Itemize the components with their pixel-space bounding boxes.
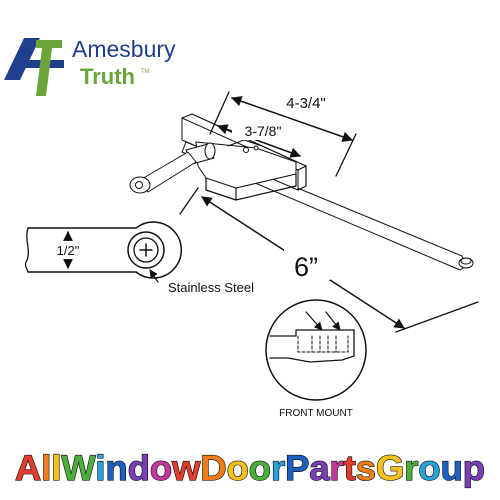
footer-letter: o bbox=[249, 449, 271, 488]
footer-letter: o bbox=[150, 449, 172, 488]
front-mount-inset: FRONT MOUNT bbox=[265, 299, 367, 419]
footer-letter: i bbox=[95, 449, 105, 488]
footer-letter: s bbox=[356, 449, 376, 488]
dim-label-hinge: 3-7/8" bbox=[245, 123, 282, 139]
mount-type-label: FRONT MOUNT bbox=[279, 408, 353, 419]
footer-letter: w bbox=[171, 449, 201, 488]
dimension-hinge-offset: 3-7/8" bbox=[217, 122, 301, 158]
footer-letter: u bbox=[441, 449, 463, 488]
footer-letter: n bbox=[106, 449, 128, 488]
footer-letter: o bbox=[418, 449, 440, 488]
dimension-length: 6” bbox=[179, 187, 479, 333]
brand-trademark: TM bbox=[141, 69, 150, 75]
brand-name-line1: Amesbury bbox=[72, 36, 176, 62]
arm-end-detail: 1/2" Stainless Steel bbox=[24, 221, 254, 295]
footer-letter: l bbox=[41, 449, 51, 488]
brand-name-line2: Truth bbox=[80, 64, 135, 89]
footer-letter: A bbox=[15, 449, 41, 488]
dim-label-overall: 4-3/4" bbox=[286, 95, 326, 112]
footer-letter: W bbox=[61, 449, 95, 488]
material-note: Stainless Steel bbox=[168, 280, 254, 295]
footer-letter: r bbox=[271, 449, 286, 488]
footer-letter: a bbox=[309, 449, 330, 488]
footer-letter: l bbox=[51, 449, 61, 488]
footer-text: AllWindowDoorPartsGroup bbox=[15, 449, 485, 488]
footer-letter: o bbox=[227, 449, 249, 488]
brand-logo: Amesbury Truth TM bbox=[4, 36, 176, 96]
dimension-overall-arm: 4-3/4" bbox=[209, 91, 357, 177]
dim-label-length: 6” bbox=[294, 252, 318, 282]
footer-letter: p bbox=[463, 449, 485, 488]
inset-circle bbox=[265, 299, 367, 401]
footer-banner: AllWindowDoorPartsGroup bbox=[14, 448, 485, 488]
footer-letter: P bbox=[285, 449, 309, 488]
dim-label-width: 1/2" bbox=[57, 243, 80, 258]
footer-letter: r bbox=[330, 449, 345, 488]
brand-mark-icon bbox=[4, 38, 64, 96]
footer-letter: r bbox=[404, 449, 419, 488]
footer-letter: d bbox=[128, 449, 150, 488]
footer-letter: t bbox=[344, 449, 356, 488]
footer-letter: G bbox=[376, 449, 404, 488]
footer-letter: D bbox=[200, 449, 226, 488]
